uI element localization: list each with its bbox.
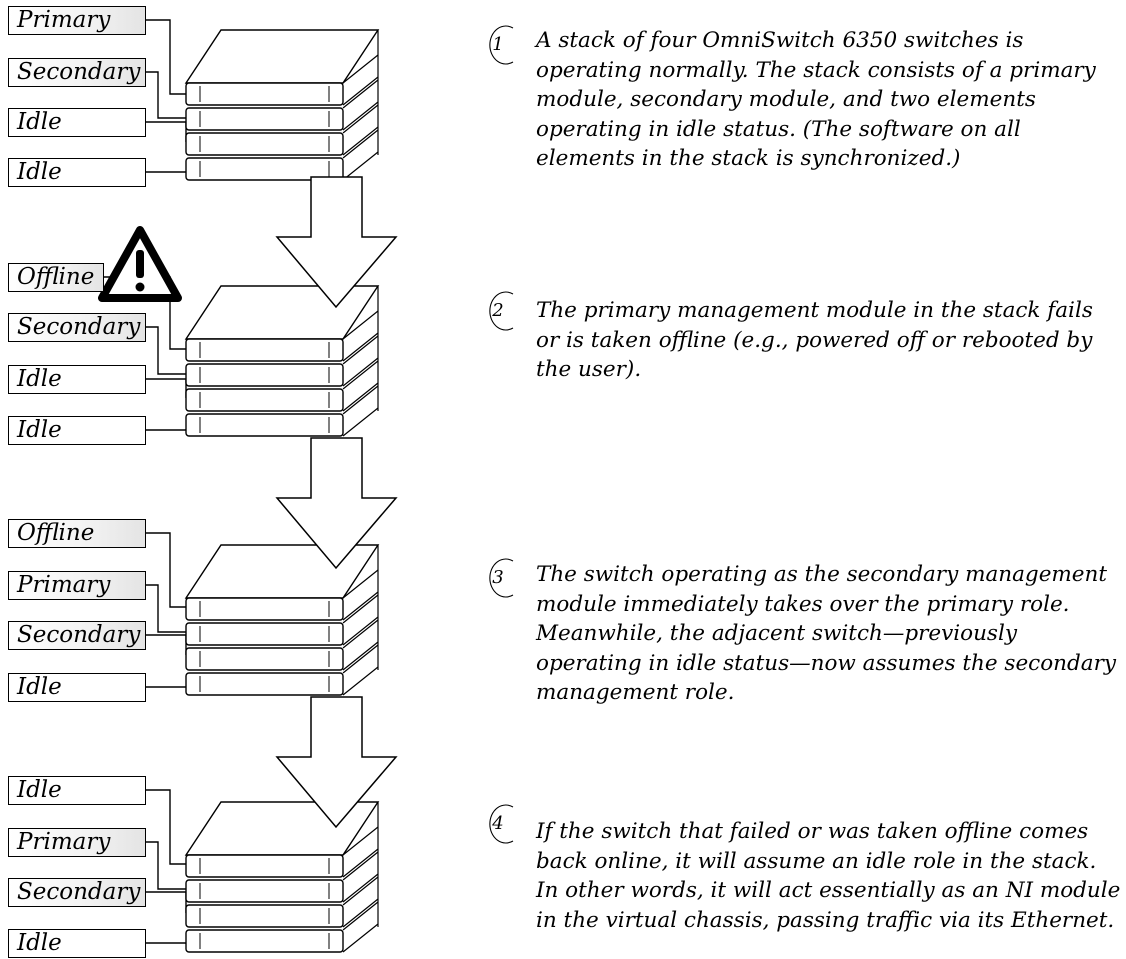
role-label-primary: Primary	[8, 6, 146, 35]
connector-line	[146, 942, 187, 944]
label-connectors	[104, 19, 187, 944]
down-arrow	[275, 437, 398, 570]
down-arrow	[275, 696, 398, 829]
step-description: The primary management module in the sta…	[536, 298, 1093, 382]
step-description: The switch operating as the secondary ma…	[536, 562, 1117, 705]
switch-unit	[185, 594, 379, 646]
switch-unit	[185, 851, 379, 903]
role-label-idle: Idle	[8, 776, 146, 805]
connector-line	[146, 532, 186, 608]
step-description: If the switch that failed or was taken o…	[536, 819, 1121, 933]
switch-unit	[185, 569, 379, 621]
switch-unit	[185, 876, 379, 928]
switch-unit	[185, 335, 379, 387]
role-label-idle: Idle	[8, 365, 146, 394]
switch-unit	[185, 79, 379, 131]
stack-top-plate	[184, 285, 380, 340]
connector-line	[146, 326, 186, 375]
role-label-idle: Idle	[8, 929, 146, 958]
connector-line	[146, 429, 187, 431]
connector-line	[146, 71, 186, 119]
switch-unit	[185, 826, 379, 878]
switch-stack	[184, 544, 380, 696]
transition-arrows	[275, 176, 398, 829]
connector-line	[146, 789, 186, 865]
step-number-circles	[489, 25, 514, 844]
step-number: 2	[492, 300, 504, 321]
step-circle	[489, 291, 514, 331]
step-circle	[489, 804, 514, 844]
connector-line	[146, 584, 186, 633]
role-label-idle: Idle	[8, 416, 146, 445]
role-label-secondary: Secondary	[8, 58, 146, 87]
warning-triangle-icon	[98, 226, 182, 302]
step-description: A stack of four OmniSwitch 6350 switches…	[536, 28, 1096, 171]
down-arrow	[275, 176, 398, 309]
switch-stack	[184, 285, 380, 437]
role-label-offline: Offline	[8, 263, 104, 292]
step-circle	[489, 25, 514, 65]
switch-unit	[185, 619, 379, 671]
step-circle	[489, 558, 514, 598]
role-label-primary: Primary	[8, 828, 146, 857]
connector-line	[146, 121, 187, 142]
switch-unit	[185, 104, 379, 156]
role-label-primary: Primary	[8, 571, 146, 600]
switch-unit	[185, 385, 379, 437]
connector-line	[146, 19, 186, 95]
role-label-idle: Idle	[8, 108, 146, 137]
connector-line	[146, 891, 187, 913]
step-number: 3	[492, 567, 504, 588]
connector-line	[146, 634, 187, 655]
switch-unit	[185, 644, 379, 696]
switch-unit	[185, 360, 379, 412]
step-number: 4	[492, 813, 504, 834]
switch-stack	[184, 801, 380, 953]
switch-unit	[185, 901, 379, 953]
connector-line	[146, 841, 186, 890]
switch-unit	[185, 129, 379, 181]
role-label-idle: Idle	[8, 158, 146, 187]
role-label-secondary: Secondary	[8, 313, 146, 342]
stack-top-plate	[184, 29, 380, 84]
step-number: 1	[492, 34, 504, 55]
switch-unit	[185, 54, 379, 106]
switch-unit	[185, 310, 379, 362]
role-label-idle: Idle	[8, 673, 146, 702]
role-label-secondary: Secondary	[8, 621, 146, 650]
switch-stack	[184, 29, 380, 181]
connector-line	[146, 378, 187, 398]
role-label-offline: Offline	[8, 519, 146, 548]
role-label-secondary: Secondary	[8, 878, 146, 907]
